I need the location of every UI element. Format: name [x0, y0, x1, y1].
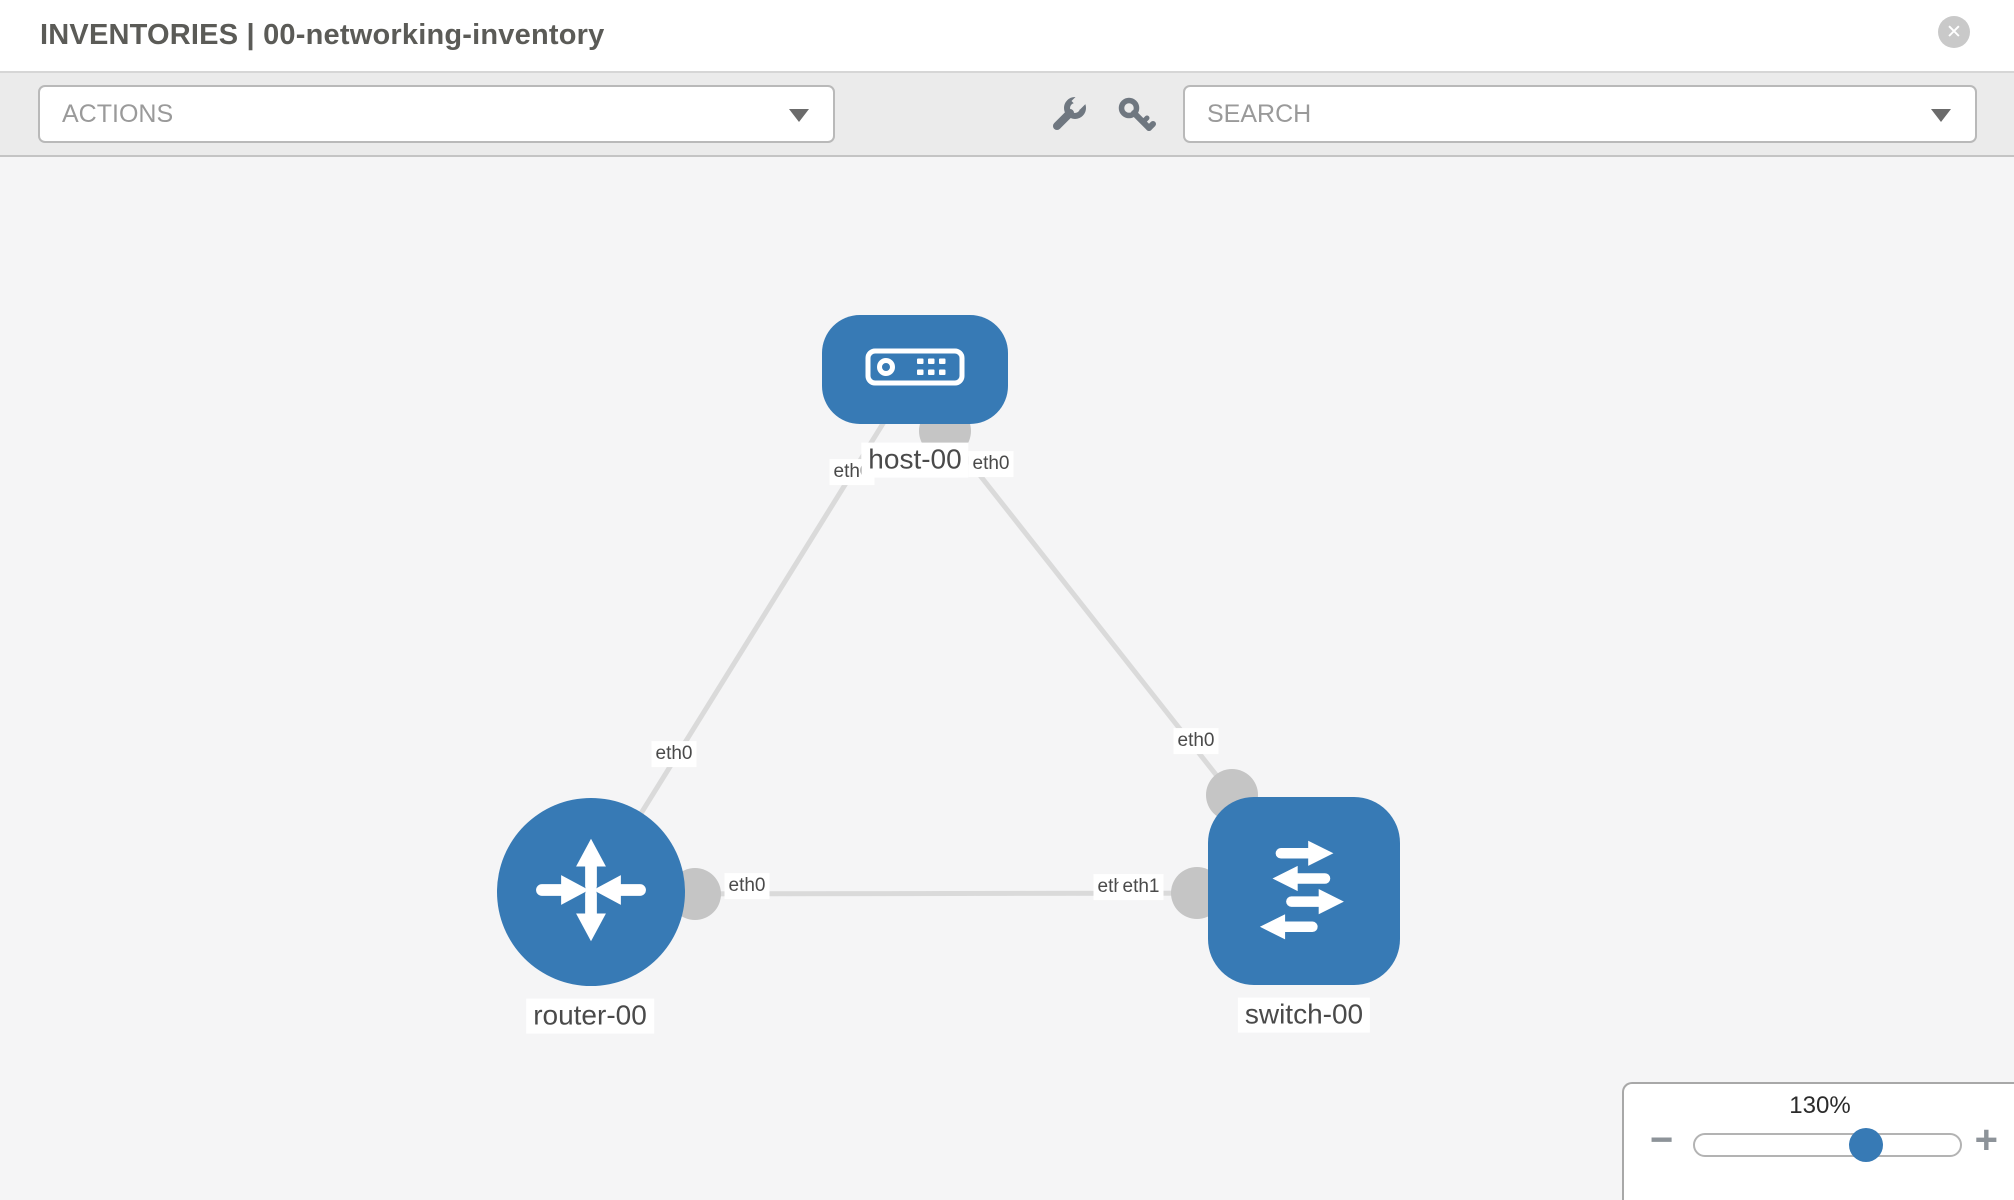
zoom-level-value: 130% [1789, 1092, 1851, 1119]
zoom-slider[interactable] [1693, 1128, 1962, 1162]
switch-icon [1241, 825, 1367, 958]
router-icon [527, 826, 655, 959]
node-label-host: host-00 [861, 442, 969, 478]
actions-dropdown-label: ACTIONS [62, 99, 174, 128]
toolbar: ACTIONS SEARCH [0, 73, 2014, 157]
iface-label: eth0 [1173, 728, 1219, 754]
topology-canvas[interactable]: eth0 eth0 eth0 eth0 eth0 eth0 eth1 host-… [0, 159, 2014, 1200]
chevron-down-icon [1931, 109, 1951, 122]
zoom-slider-thumb[interactable] [1849, 1128, 1883, 1162]
wrench-icon[interactable] [1048, 93, 1088, 135]
actions-dropdown[interactable]: ACTIONS [38, 85, 835, 143]
edge-host-router [588, 370, 918, 896]
iface-label: eth0 [968, 451, 1014, 477]
search-dropdown-label: SEARCH [1207, 99, 1312, 128]
zoom-out-button[interactable]: − [1650, 1118, 1674, 1162]
edge-layer [588, 370, 1305, 920]
page-title: INVENTORIES | 00-networking-inventory [40, 19, 605, 51]
node-host-00[interactable] [822, 315, 1008, 424]
search-dropdown[interactable]: SEARCH [1183, 85, 1977, 143]
title-bar: INVENTORIES | 00-networking-inventory ✕ [0, 0, 2014, 73]
chevron-down-icon [789, 109, 809, 122]
zoom-in-button[interactable]: + [1974, 1118, 1998, 1162]
node-label-router: router-00 [526, 998, 654, 1034]
key-icon[interactable] [1116, 95, 1156, 135]
switch-icon-node[interactable] [1208, 797, 1400, 985]
close-glyph: ✕ [1946, 21, 1962, 43]
iface-label: eth0 [724, 873, 770, 899]
zoom-panel: 130% − + [1622, 1082, 2014, 1200]
iface-label: eth1 [1118, 874, 1164, 900]
close-icon[interactable]: ✕ [1938, 16, 1970, 48]
iface-label: eth0 [651, 741, 697, 767]
node-label-switch: switch-00 [1237, 997, 1371, 1033]
host-icon [865, 348, 965, 391]
node-router-00[interactable] [497, 798, 685, 986]
